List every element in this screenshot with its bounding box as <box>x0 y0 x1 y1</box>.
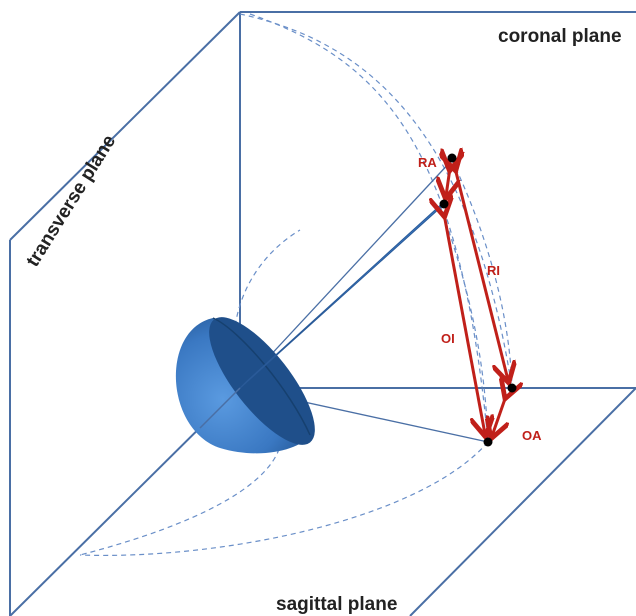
point-floor <box>483 437 493 447</box>
label-oa: OA <box>522 428 542 443</box>
point-coronal-floor <box>507 383 517 393</box>
transverse-plane <box>9 11 241 616</box>
point-cup-axis-end <box>439 199 449 209</box>
label-oi: OI <box>441 331 455 346</box>
coronal-plane <box>239 11 636 388</box>
label-ra: RA <box>418 155 437 170</box>
label-ri: RI <box>487 263 500 278</box>
label-sagittal-plane: sagittal plane <box>276 594 397 615</box>
point-top <box>447 153 457 163</box>
arrow-ri <box>455 168 508 380</box>
label-coronal-plane: coronal plane <box>498 26 622 47</box>
dashed-arcs <box>79 13 513 557</box>
arrow-oi <box>444 214 485 434</box>
label-transverse-plane: transverse plane <box>22 131 120 270</box>
arrow-oa <box>492 396 506 436</box>
angle-arrows <box>444 168 508 436</box>
arrow-ra <box>446 168 450 196</box>
points <box>439 153 517 447</box>
